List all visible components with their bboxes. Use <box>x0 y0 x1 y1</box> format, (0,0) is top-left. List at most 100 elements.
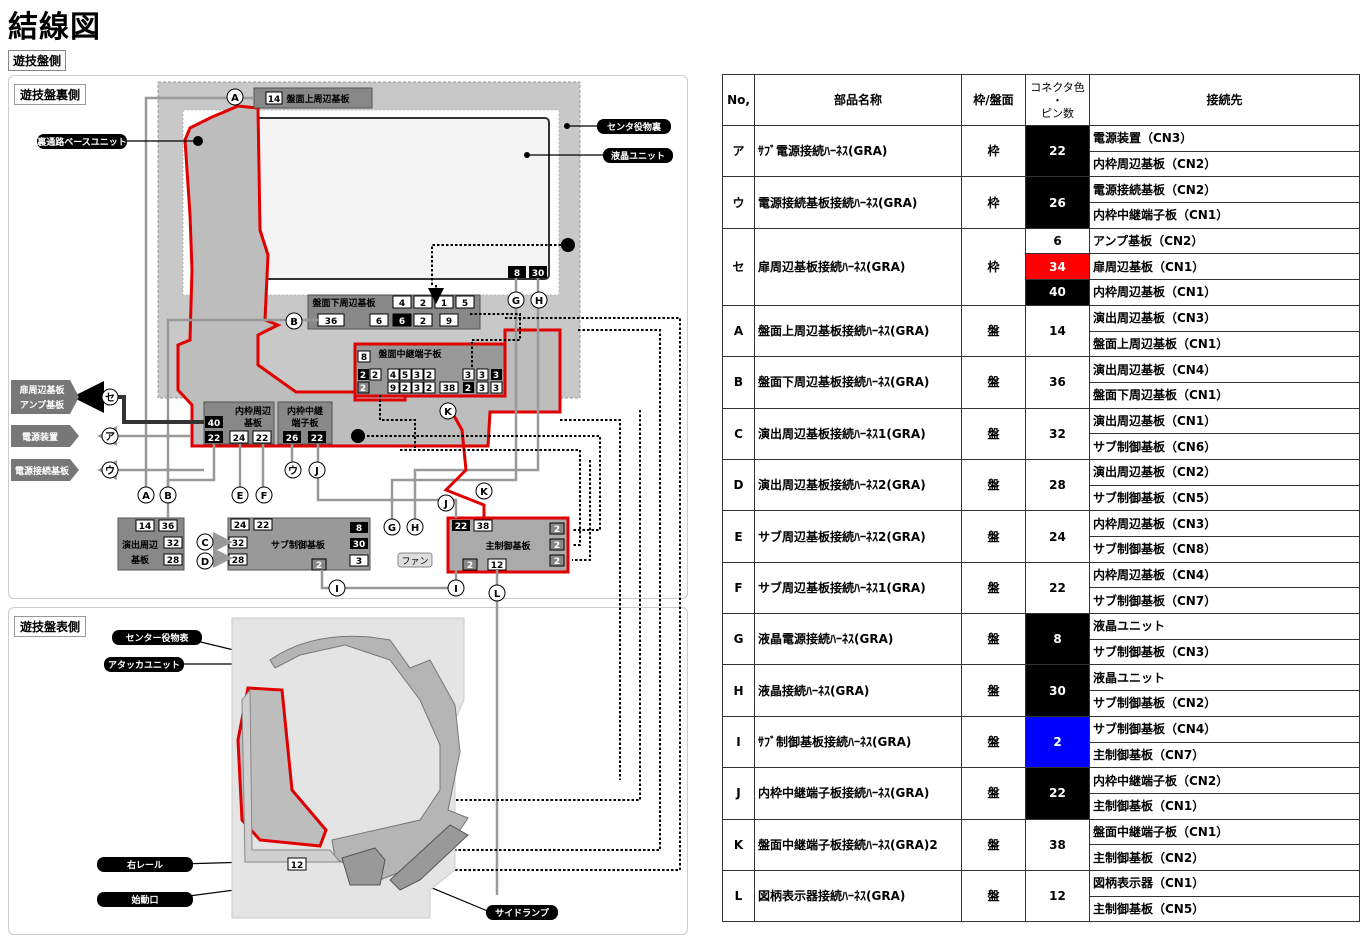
label-dengen-setsuzoku: 電源接続基板 <box>15 465 70 477</box>
cell-destination: 内枠周辺基板（CN3） <box>1089 510 1360 537</box>
cell-no: K <box>722 818 755 871</box>
cell-part-name: 演出周辺基板接続ﾊｰﾈｽ1(GRA) <box>754 407 962 460</box>
cell-no: ア <box>722 124 755 178</box>
cell-destination: 演出周辺基板（CN2） <box>1089 458 1360 486</box>
svg-text:40: 40 <box>208 419 221 429</box>
cell-destination: 内枠周辺基板（CN4） <box>1089 561 1360 589</box>
cell-destination: 主制御基板（CN7） <box>1089 741 1360 769</box>
table-row: 盤面下周辺基板（CN1） <box>723 381 1360 409</box>
cell-type: 盤 <box>961 510 1026 563</box>
front-side-label: 遊技盤表側 <box>14 616 87 637</box>
svg-text:22: 22 <box>257 521 270 531</box>
cell-destination: 演出周辺基板（CN3） <box>1089 304 1360 332</box>
svg-text:3: 3 <box>493 371 499 381</box>
svg-text:2: 2 <box>554 557 560 567</box>
svg-text:主制御基板: 主制御基板 <box>485 540 531 552</box>
cell-type: 盤 <box>961 561 1026 615</box>
lower-pins: 4 2 1 5 36 6 6 2 9 <box>317 295 475 327</box>
svg-text:A: A <box>231 93 239 104</box>
cell-part-name: 内枠中継端子板接続ﾊｰﾈｽ(GRA) <box>754 767 962 820</box>
wiring-diagram: 14 盤面上周辺基板 盤面下周辺基板 4 2 1 5 36 6 6 2 9 8 … <box>11 81 681 920</box>
cell-destination: サブ制御基板（CN5） <box>1089 484 1360 512</box>
cell-destination: サブ制御基板（CN4） <box>1089 715 1360 743</box>
cell-type: 盤 <box>961 818 1026 871</box>
cell-destination: 主制御基板（CN5） <box>1089 895 1360 923</box>
svg-text:基板: 基板 <box>130 554 150 566</box>
svg-text:ア: ア <box>105 431 115 443</box>
table-header-row: No, 部品名称 枠/盤面 コネクタ色・ピン数 接続先 <box>722 74 1360 126</box>
svg-text:基板: 基板 <box>243 417 263 429</box>
cell-no: セ <box>722 227 755 306</box>
svg-text:24: 24 <box>233 434 246 444</box>
svg-text:F: F <box>261 491 268 502</box>
svg-text:2: 2 <box>372 371 378 381</box>
callout-uradori: 裏通路ベースユニット <box>36 136 127 148</box>
cell-part-name: 演出周辺基板接続ﾊｰﾈｽ2(GRA) <box>754 458 962 512</box>
cell-part-name: 扉周辺基板接続ﾊｰﾈｽ(GRA) <box>754 227 962 306</box>
svg-text:3: 3 <box>493 384 499 394</box>
cell-pins: 6 <box>1025 227 1090 255</box>
cell-type: 枠 <box>961 124 1026 178</box>
label-dengen: 電源装置 <box>22 431 58 443</box>
board-relay-label: 盤面中継端子板 <box>377 348 442 360</box>
cell-destination: サブ制御基板（CN8） <box>1089 536 1360 563</box>
cell-no: D <box>722 458 755 512</box>
cell-pins: 30 <box>1025 664 1090 717</box>
svg-text:J: J <box>443 499 448 510</box>
cell-destination: 図柄表示器（CN1） <box>1089 869 1360 897</box>
svg-text:22: 22 <box>311 434 324 444</box>
svg-text:2: 2 <box>465 384 471 394</box>
page-title: 結線図 <box>8 10 101 45</box>
cell-pins: 38 <box>1025 818 1090 871</box>
callout-center-back: センタ役物裏 <box>607 121 662 133</box>
cell-type: 盤 <box>961 664 1026 717</box>
svg-text:22: 22 <box>208 434 221 444</box>
cell-destination: サブ制御基板（CN2） <box>1089 690 1360 717</box>
table-row: 主制御基板（CN5） <box>723 895 1360 923</box>
svg-text:3: 3 <box>356 557 362 567</box>
svg-text:9: 9 <box>446 317 452 327</box>
table-row: サブ制御基板（CN8） <box>723 536 1360 563</box>
cell-part-name: サブ周辺基板接続ﾊｰﾈｽ1(GRA) <box>754 561 962 615</box>
header-type: 枠/盤面 <box>961 74 1026 126</box>
svg-text:30: 30 <box>353 540 366 550</box>
header-color: コネクタ色・ピン数 <box>1025 74 1090 126</box>
svg-text:6: 6 <box>376 317 382 327</box>
cell-part-name: 盤面中継端子板接続ﾊｰﾈｽ(GRA)2 <box>754 818 962 871</box>
svg-text:G: G <box>388 523 396 534</box>
svg-text:22: 22 <box>455 522 468 532</box>
svg-text:8: 8 <box>361 353 367 363</box>
svg-text:内枠周辺: 内枠周辺 <box>235 405 271 417</box>
svg-text:G: G <box>512 296 520 307</box>
svg-text:2: 2 <box>426 384 432 394</box>
svg-text:2: 2 <box>420 299 426 309</box>
pin-front: 12 <box>291 861 304 871</box>
cell-type: 枠 <box>961 227 1026 306</box>
cell-destination: 演出周辺基板（CN1） <box>1089 407 1360 435</box>
cell-no: J <box>722 767 755 820</box>
wiring-table: No, 部品名称 枠/盤面 コネクタ色・ピン数 接続先 アｻﾌﾞ電源接続ﾊｰﾈｽ… <box>722 74 1360 923</box>
svg-text:3: 3 <box>479 384 485 394</box>
svg-text:L: L <box>494 589 501 600</box>
cell-pins: 22 <box>1025 124 1090 178</box>
cell-pins: 26 <box>1025 176 1090 229</box>
cell-no: A <box>722 304 755 358</box>
cell-part-name: 図柄表示器接続ﾊｰﾈｽ(GRA) <box>754 869 962 923</box>
svg-text:B: B <box>164 491 172 502</box>
cell-type: 枠 <box>961 176 1026 229</box>
cell-pins: 2 <box>1025 715 1090 769</box>
cell-pins: 12 <box>1025 869 1090 923</box>
cell-pins: 22 <box>1025 767 1090 820</box>
relay-pins: 2 2 4 5 3 2 3 3 3 2 9 2 3 2 38 2 3 3 <box>357 368 503 394</box>
attacker-unit <box>236 686 328 848</box>
header-name: 部品名称 <box>754 74 962 126</box>
cell-type: 盤 <box>961 869 1026 923</box>
svg-text:C: C <box>201 538 208 549</box>
